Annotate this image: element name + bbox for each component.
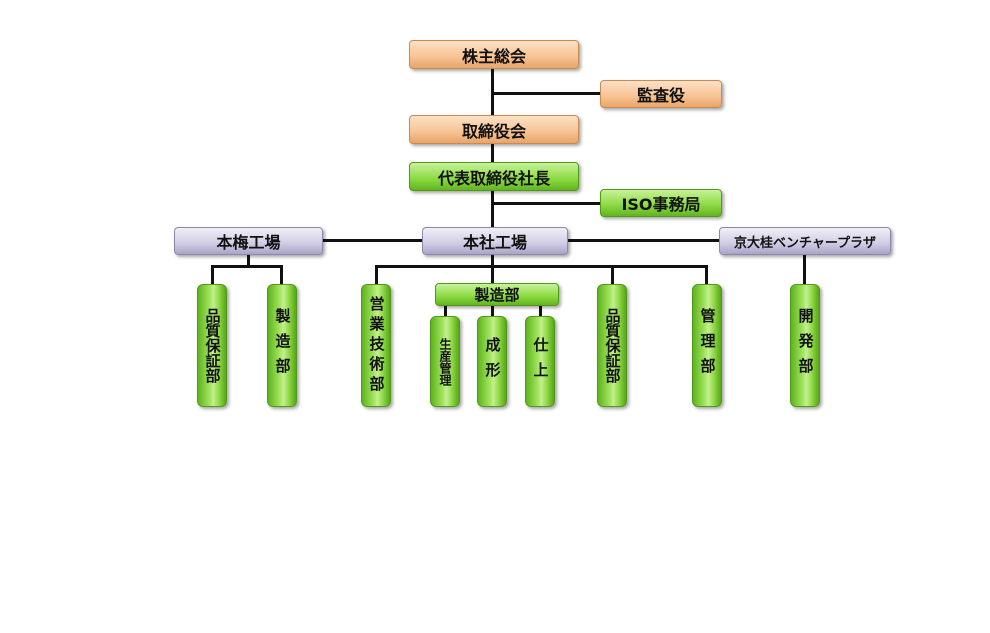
connector-line bbox=[211, 265, 214, 285]
connector-line bbox=[491, 202, 601, 205]
administration-label: 管理部 bbox=[698, 308, 717, 383]
connector-line bbox=[375, 265, 707, 268]
development-box: 開発部 bbox=[790, 284, 820, 407]
head-quality-assurance-label: 品質保証部 bbox=[603, 308, 622, 383]
administration-box: 管理部 bbox=[692, 284, 722, 407]
motoume-factory-box: 本梅工場 bbox=[174, 227, 323, 255]
connector-line bbox=[375, 265, 378, 285]
head-office-factory-box: 本社工場 bbox=[422, 227, 568, 255]
president-box: 代表取締役社長 bbox=[409, 162, 579, 191]
connector-line bbox=[247, 254, 250, 266]
connector-line bbox=[323, 239, 423, 242]
connector-line bbox=[491, 305, 494, 317]
motoume-quality-assurance-label: 品質保証部 bbox=[203, 308, 222, 383]
connector-line bbox=[567, 239, 720, 242]
finishing-label: 仕上 bbox=[531, 336, 550, 387]
board-of-directors-box: 取締役会 bbox=[409, 115, 579, 144]
motoume-quality-assurance-box: 品質保証部 bbox=[197, 284, 227, 407]
development-label: 開発部 bbox=[796, 308, 815, 383]
motoume-manufacturing-label: 製造部 bbox=[273, 308, 292, 383]
sales-engineering-box: 営業技術部 bbox=[361, 284, 391, 407]
connector-line bbox=[280, 265, 283, 285]
connector-line bbox=[539, 305, 542, 317]
molding-label: 成形 bbox=[483, 336, 502, 387]
shareholders-meeting-box: 株主総会 bbox=[409, 40, 579, 69]
head-office-factory-label: 本社工場 bbox=[462, 233, 527, 252]
connector-line bbox=[444, 305, 447, 317]
iso-office-label: ISO事務局 bbox=[621, 195, 701, 214]
connector-line bbox=[803, 254, 806, 285]
motoume-manufacturing-box: 製造部 bbox=[267, 284, 297, 407]
auditor-label: 監査役 bbox=[636, 86, 685, 105]
connector-line bbox=[212, 265, 282, 268]
sales-engineering-label: 営業技術部 bbox=[367, 295, 386, 396]
molding-box: 成形 bbox=[477, 316, 507, 407]
manufacturing-dept-label: 製造部 bbox=[474, 286, 520, 304]
head-quality-assurance-box: 品質保証部 bbox=[597, 284, 627, 407]
connector-line bbox=[491, 92, 601, 95]
manufacturing-dept-box: 製造部 bbox=[435, 283, 559, 306]
iso-office-box: ISO事務局 bbox=[600, 189, 722, 217]
president-label: 代表取締役社長 bbox=[437, 168, 550, 188]
board-of-directors-label: 取締役会 bbox=[461, 121, 526, 141]
connector-line bbox=[491, 69, 494, 229]
connector-line bbox=[611, 265, 614, 285]
production-control-label: 生産管理 bbox=[438, 337, 452, 386]
venture-plaza-box: 京大桂ベンチャープラザ bbox=[719, 227, 891, 255]
connector-line bbox=[491, 254, 494, 284]
auditor-box: 監査役 bbox=[600, 80, 722, 108]
venture-plaza-label: 京大桂ベンチャープラザ bbox=[733, 235, 877, 251]
motoume-factory-label: 本梅工場 bbox=[216, 233, 281, 252]
production-control-box: 生産管理 bbox=[430, 316, 460, 407]
finishing-box: 仕上 bbox=[525, 316, 555, 407]
shareholders-meeting-label: 株主総会 bbox=[461, 46, 526, 66]
connector-line bbox=[705, 265, 708, 285]
